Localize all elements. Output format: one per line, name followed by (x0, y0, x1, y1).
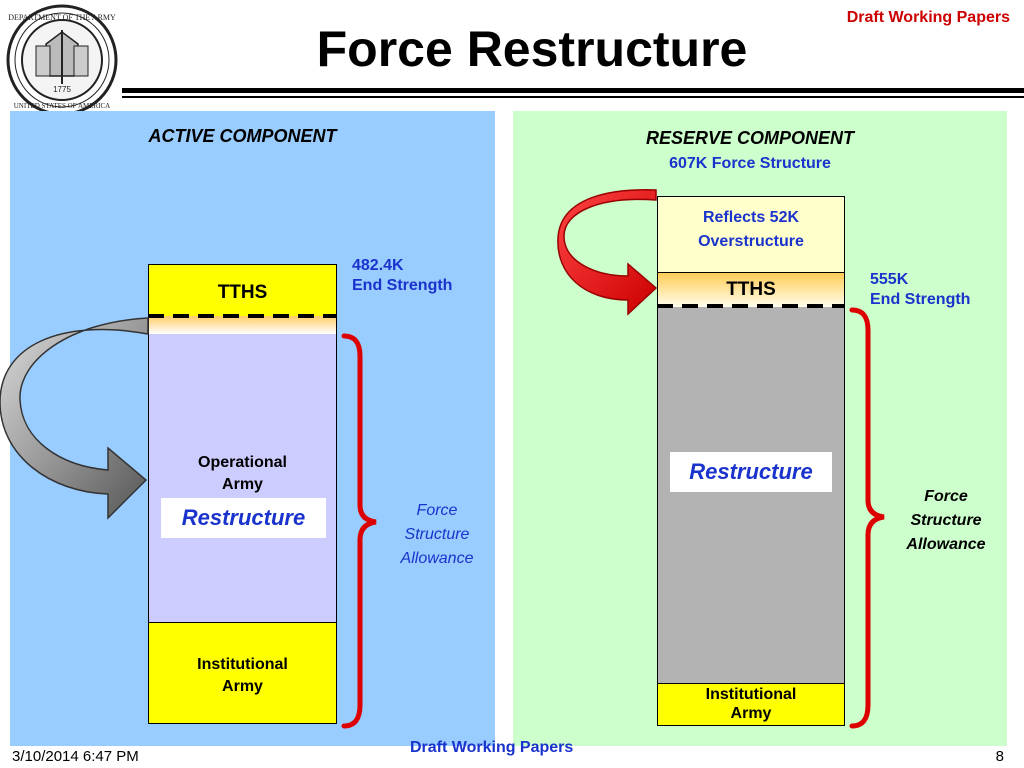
active-fsa-line2: Structure (404, 526, 470, 543)
svg-text:DEPARTMENT OF THE ARMY: DEPARTMENT OF THE ARMY (8, 13, 116, 22)
draft-label-top: Draft Working Papers (846, 9, 1010, 26)
reserve-overstructure-arrow (557, 189, 658, 316)
seal-year: 1775 (53, 85, 71, 94)
page-title: Force Restructure (316, 21, 748, 77)
reserve-overstructure-line1: Reflects 52K (702, 209, 800, 226)
reserve-institutional-label: Institutional Army (657, 685, 845, 723)
reserve-overstructure-box: Reflects 52K Overstructure (657, 196, 845, 273)
reserve-fsa-line1: Force (924, 488, 968, 505)
active-end-strength: 482.4K End Strength (352, 256, 452, 296)
reserve-fsa-line3: Allowance (906, 536, 986, 553)
active-restructure-arrow (0, 317, 149, 520)
active-institutional-box (148, 622, 337, 724)
active-institutional-line1: Institutional (197, 656, 288, 673)
active-operational-line2: Army (222, 476, 263, 493)
active-end-strength-label: End Strength (352, 277, 453, 294)
header-rule-thick (122, 88, 1024, 93)
reserve-restructure-label: Restructure (670, 452, 832, 492)
active-end-strength-value: 482.4K (352, 257, 404, 274)
header-rule-thin (122, 96, 1024, 98)
active-institutional-label: Institutional Army (148, 654, 337, 698)
reserve-force-structure: 607K Force Structure (669, 155, 831, 172)
active-fsa-line1: Force (416, 502, 458, 519)
svg-text:UNITED STATES OF AMERICA: UNITED STATES OF AMERICA (14, 102, 110, 110)
reserve-end-strength-label: End Strength (870, 291, 971, 308)
reserve-fsa-line2: Structure (910, 512, 982, 529)
army-seal-logo: DEPARTMENT OF THE ARMY UNITED STATES OF … (6, 4, 118, 116)
active-fsa-label: Force Structure Allowance (382, 499, 492, 571)
active-fsa-line3: Allowance (400, 550, 474, 567)
reserve-fsa-brace (849, 307, 885, 729)
reserve-overstructure-line2: Overstructure (698, 233, 804, 250)
active-heading: ACTIVE COMPONENT (148, 126, 337, 146)
reserve-operational-box (657, 307, 845, 683)
active-institutional-line2: Army (222, 678, 263, 695)
active-fsa-brace (341, 333, 377, 729)
footer-date: 3/10/2014 6:47 PM (12, 748, 139, 765)
reserve-institutional-box (657, 683, 845, 726)
reserve-institutional-line2: Army (730, 705, 772, 722)
reserve-institutional-line1: Institutional (705, 686, 797, 703)
active-operational-label: Operational Army (148, 452, 337, 496)
page-number: 8 (995, 748, 1004, 765)
active-operational-box (148, 334, 337, 623)
reserve-end-strength-value: 555K (870, 271, 909, 288)
draft-label-bottom: Draft Working Papers (410, 739, 574, 756)
reserve-tths-box: TTHS (657, 273, 845, 307)
reserve-end-strength: 555K End Strength (870, 270, 970, 310)
reserve-fsa-label: Force Structure Allowance (890, 485, 1002, 557)
reserve-heading: RESERVE COMPONENT (645, 128, 855, 148)
active-tths-box: TTHS (148, 264, 337, 316)
active-operational-line1: Operational (198, 454, 287, 471)
active-restructure-label: Restructure (161, 498, 326, 538)
